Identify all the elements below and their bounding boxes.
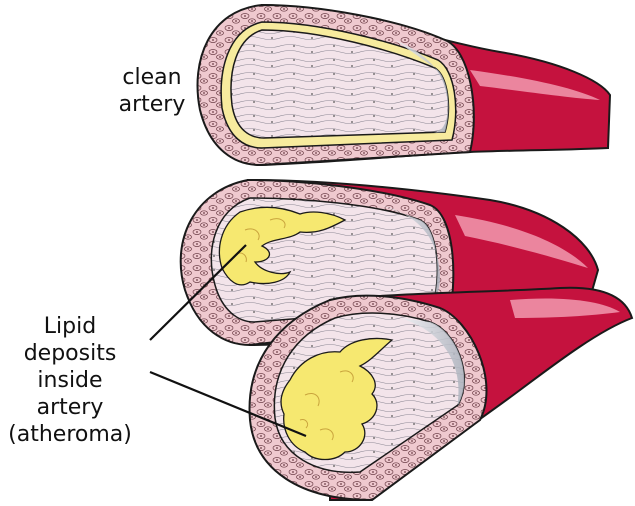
clean-artery-label-line2: artery <box>102 91 202 118</box>
clean-artery <box>198 5 610 165</box>
clean-artery-label: clean artery <box>102 64 202 118</box>
blocked-artery <box>250 288 632 500</box>
lipid-label-line4: artery <box>4 394 136 421</box>
lipid-label-line5: (atheroma) <box>4 421 136 448</box>
clean-artery-label-line1: clean <box>102 64 202 91</box>
lipid-deposits-label: Lipid deposits inside artery (atheroma) <box>4 313 136 448</box>
lipid-label-line1: Lipid <box>4 313 136 340</box>
lipid-label-line2: deposits <box>4 340 136 367</box>
lipid-label-line3: inside <box>4 367 136 394</box>
